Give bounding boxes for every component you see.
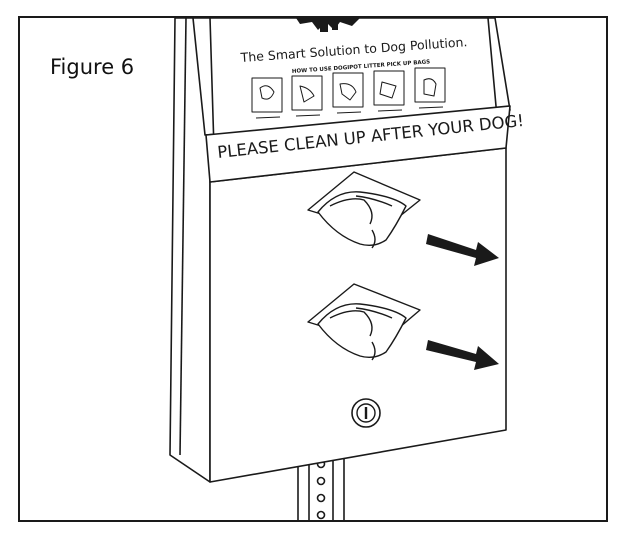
arrow-right-icon	[426, 340, 499, 370]
arrow-right-icon	[426, 234, 499, 266]
bag-bottom	[307, 283, 421, 361]
instruction-icons	[251, 67, 446, 119]
lock-icon	[351, 398, 381, 428]
bag-top	[307, 171, 421, 249]
figure-label: Figure 6	[50, 55, 135, 79]
logo-fragment	[296, 18, 360, 32]
